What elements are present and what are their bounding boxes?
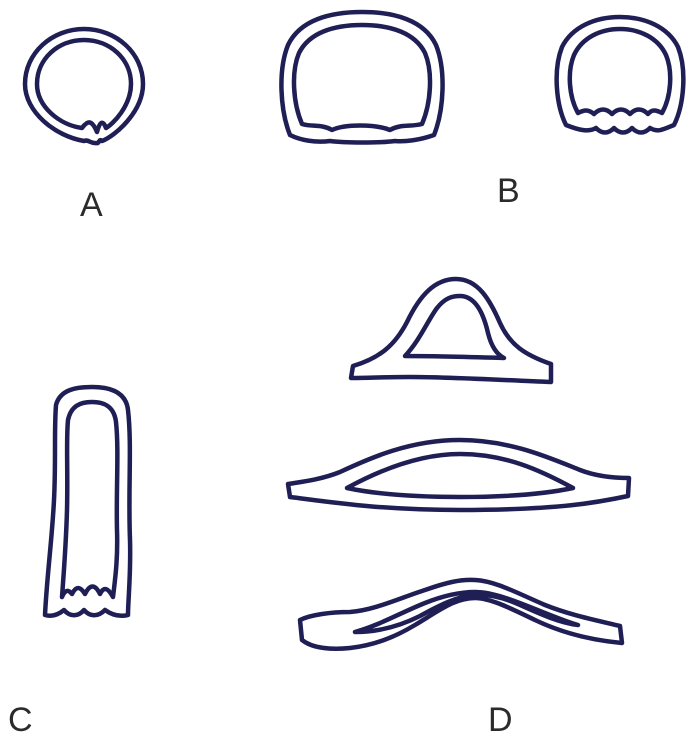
shape-d-peaked-outer-wall	[351, 279, 551, 382]
label-d: D	[488, 703, 513, 737]
shape-a-circular-section	[25, 29, 143, 143]
shape-b-right-outer-wall	[557, 17, 684, 133]
label-c: C	[8, 703, 33, 737]
shape-d-lens-outer-wall	[288, 440, 629, 510]
shape-d-curved-outer-wall	[300, 580, 622, 649]
shape-b-right-inner-wall	[570, 29, 670, 114]
shape-b-left-inner-wall	[294, 25, 430, 130]
shape-c-tall-section	[45, 387, 130, 616]
label-a: A	[80, 188, 103, 222]
shape-d-curved-section	[300, 580, 622, 649]
shape-a-inner-wall	[37, 40, 131, 132]
shape-b-left-section	[281, 12, 442, 143]
shape-c-inner-wall	[62, 402, 117, 597]
shape-d-lens-inner-wall	[347, 454, 573, 497]
shape-d-peaked-section	[351, 279, 551, 382]
label-b: B	[497, 174, 520, 208]
shape-d-lens-section	[288, 440, 629, 510]
shape-b-right-section	[557, 17, 684, 133]
